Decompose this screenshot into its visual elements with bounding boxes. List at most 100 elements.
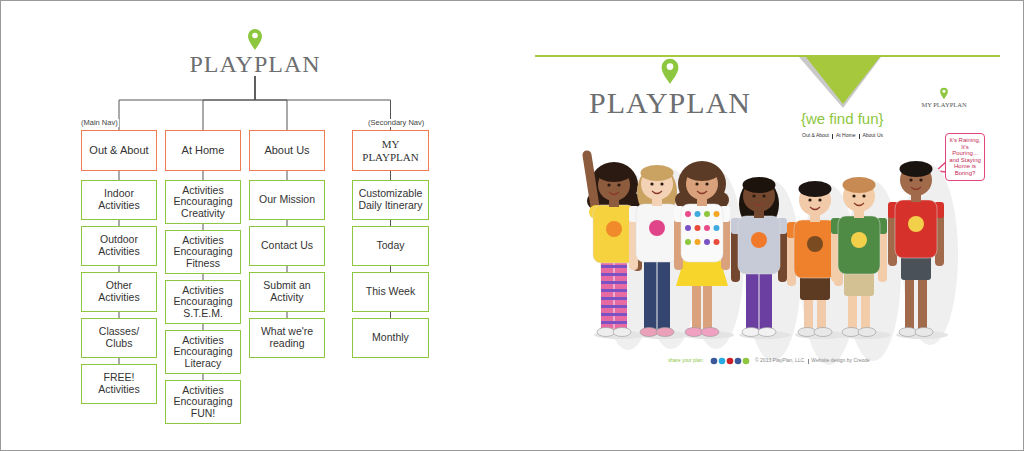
eye xyxy=(818,198,821,201)
node-text: Activities Encouraging S.T.E.M. xyxy=(171,285,235,320)
banner-triangle xyxy=(806,57,880,104)
shoe xyxy=(701,328,719,337)
label-text: Website design by Creode xyxy=(811,358,870,364)
logo-pin xyxy=(662,59,679,84)
shirt-dot xyxy=(714,239,720,245)
logo-pin xyxy=(940,88,948,100)
shirt-dot xyxy=(685,225,691,231)
eye xyxy=(752,194,755,197)
node-text: Out & About xyxy=(89,144,148,156)
shirt-dot xyxy=(695,211,701,217)
shirt-print xyxy=(649,220,665,236)
shoe xyxy=(597,328,615,337)
shirt xyxy=(738,216,780,274)
label-text: (Secondary Nav) xyxy=(367,119,425,127)
shoe xyxy=(798,328,816,337)
smile xyxy=(652,191,662,194)
page-box: Our Mission xyxy=(249,180,325,220)
label-text: About Us xyxy=(862,133,883,139)
pants-stripe xyxy=(601,265,627,268)
eye xyxy=(909,178,912,181)
tree-connector xyxy=(203,76,255,130)
shoe xyxy=(758,328,776,337)
node-text: Customizable Daily Itinerary xyxy=(358,188,423,211)
shoe xyxy=(685,328,703,337)
logo-pin xyxy=(248,29,262,50)
shirt xyxy=(636,204,678,262)
shoe xyxy=(656,328,674,337)
pants-leg xyxy=(644,258,657,330)
pants-leg xyxy=(601,259,614,330)
page-box: What we're reading xyxy=(249,318,325,358)
page-box: FREE! Activities xyxy=(81,364,157,404)
node-text: Activities Encouraging Literacy xyxy=(171,335,235,370)
shirt-dot xyxy=(704,239,710,245)
node-text: Monthly xyxy=(372,332,409,344)
node-text: Activities Encouraging Fitness xyxy=(171,235,235,270)
node-text: Activities Encouraging FUN! xyxy=(171,385,235,420)
pin-shape xyxy=(940,88,948,100)
header-rule xyxy=(535,55,1000,57)
page-box: Classes/ Clubs xyxy=(81,318,157,358)
node-text: At Home xyxy=(182,144,225,156)
eye xyxy=(852,194,855,197)
leg xyxy=(692,280,701,330)
pants-leg xyxy=(658,258,671,330)
pants-stripe xyxy=(601,305,627,308)
leg xyxy=(703,280,712,330)
node-text: PLAYPLAN xyxy=(189,52,320,76)
pin-hole xyxy=(667,63,674,70)
node-text: It's Raining, It's Pouring... and Stayin… xyxy=(948,137,982,177)
node-text: About Us xyxy=(264,144,309,156)
pin-shape xyxy=(662,59,679,84)
label-text: MY PLAYPLAN xyxy=(921,101,966,108)
node-text: What we're reading xyxy=(255,326,319,349)
nav-box: Out & About xyxy=(81,130,157,171)
shoe xyxy=(613,328,631,337)
shirt xyxy=(794,220,836,278)
nav-box: At Home xyxy=(165,130,241,171)
skirt xyxy=(676,259,728,286)
hair-fringe xyxy=(843,177,876,193)
eye xyxy=(617,183,620,186)
smile xyxy=(810,207,820,210)
page-box: Activities Encouraging Fitness xyxy=(165,230,241,274)
hair-fringe xyxy=(799,181,832,197)
leg xyxy=(905,274,914,330)
label-text: PLAYPLAN xyxy=(589,86,751,119)
tree-connector xyxy=(390,171,391,180)
page-box: Activities Encouraging Literacy xyxy=(165,330,241,374)
node-text: Today xyxy=(376,240,404,252)
label-text: Out & About xyxy=(802,133,829,139)
leg xyxy=(918,274,927,330)
nav-box: MY PLAYPLAN xyxy=(352,130,429,171)
eye xyxy=(705,182,708,185)
social-icon xyxy=(735,358,742,365)
page-box: Indoor Activities xyxy=(81,180,157,220)
eye xyxy=(919,178,922,181)
pin-shape xyxy=(248,29,262,50)
page-box: Activities Encouraging S.T.E.M. xyxy=(165,280,241,324)
label-text: share your plan: xyxy=(668,358,704,364)
hair-fringe xyxy=(900,161,933,177)
shirt-dot xyxy=(685,239,691,245)
nav-box: About Us xyxy=(249,130,325,171)
speech-bubble: It's Raining, It's Pouring... and Stayin… xyxy=(945,133,985,181)
page-box: Monthly xyxy=(352,318,429,358)
shirt xyxy=(593,205,635,263)
eye xyxy=(862,194,865,197)
pants-stripe xyxy=(601,289,627,292)
shoe xyxy=(814,328,832,337)
pants-leg xyxy=(615,259,628,330)
social-icon xyxy=(719,358,726,365)
smile xyxy=(854,203,864,206)
pants-stripe xyxy=(601,321,627,324)
raised-arm xyxy=(587,155,596,213)
shirt xyxy=(681,204,723,262)
pants-stripe xyxy=(601,313,627,316)
child-figure xyxy=(731,177,801,361)
eye xyxy=(762,194,765,197)
child-figure xyxy=(888,161,958,345)
eye xyxy=(650,182,653,185)
